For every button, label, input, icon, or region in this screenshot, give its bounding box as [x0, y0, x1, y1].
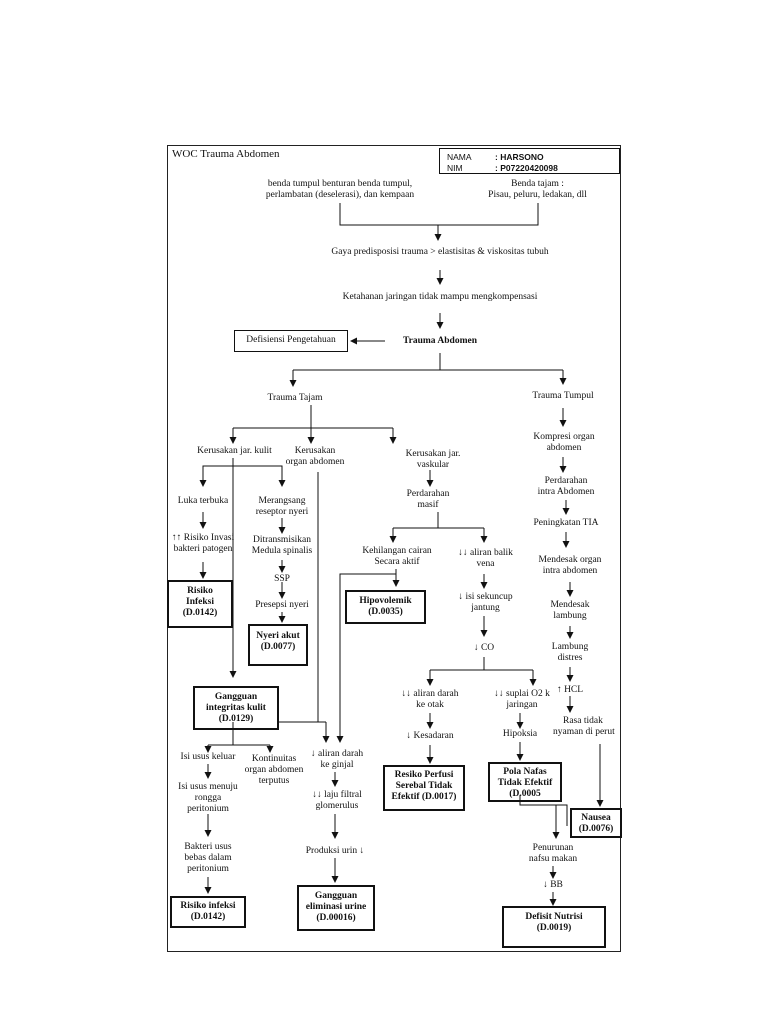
node-consciousness: ↓ Kesadaran	[406, 731, 454, 741]
node-tia: Peningkatan TIA	[533, 518, 599, 528]
nim-label: NIM	[447, 163, 463, 173]
node-cause-sharp: Benda tajam :Pisau, peluru, ledakan, dll	[488, 179, 587, 200]
node-trauma-abdomen: Trauma Abdomen	[403, 336, 477, 346]
node-wound: Luka terbuka	[177, 496, 229, 506]
node-pain-perception: Presepsi nyeri	[255, 600, 309, 610]
node-predisposition: Gaya predisposisi trauma > elastisitas &…	[331, 247, 549, 257]
node-hypoxia: Hipoksia	[502, 729, 538, 739]
nim-value: : P07220420098	[495, 163, 558, 173]
node-hcl: ↑ HCL	[556, 685, 584, 695]
node-cardiac-output: ↓ CO	[473, 643, 495, 653]
dx-infection-risk-2: Risiko infeksi(D.0142)	[170, 896, 246, 928]
node-trauma-tajam: Trauma Tajam	[267, 393, 323, 403]
dx-acute-pain: Nyeri akut(D.0077)	[248, 624, 308, 666]
name-value: : HARSONO	[495, 152, 544, 162]
diagram-frame	[167, 145, 621, 952]
name-label: NAMA	[447, 152, 472, 162]
dx-nausea: Nausea(D.0076)	[570, 808, 622, 838]
dx-nutrition-deficit: Defisit Nutrisi(D.0019)	[502, 906, 606, 948]
identity-box: NAMA : HARSONO NIM : P07220420098	[439, 148, 620, 174]
node-tissue-resistance: Ketahanan jaringan tidak mampu mengkompe…	[342, 292, 538, 302]
dx-hypovolemia: Hipovolemik(D.0035)	[345, 590, 426, 624]
node-vascular: Kerusakan jar.vaskular	[405, 449, 461, 470]
node-skin-damage: Kerusakan jar. kulit	[197, 446, 272, 456]
node-urine-production: Produksi urin ↓	[305, 846, 365, 856]
node-cause-blunt: benda tumpul benturan benda tumpul,perla…	[265, 179, 415, 200]
node-trauma-tumpul: Trauma Tumpul	[532, 391, 594, 401]
node-knowledge-deficit: Defisiensi Pengetahuan	[234, 330, 348, 352]
node-bowel-out: Isi usus keluar	[180, 752, 236, 762]
diagram-title: WOC Trauma Abdomen	[172, 148, 280, 160]
node-bb: ↓ BB	[543, 880, 563, 890]
node-ssp: SSP	[274, 574, 290, 584]
